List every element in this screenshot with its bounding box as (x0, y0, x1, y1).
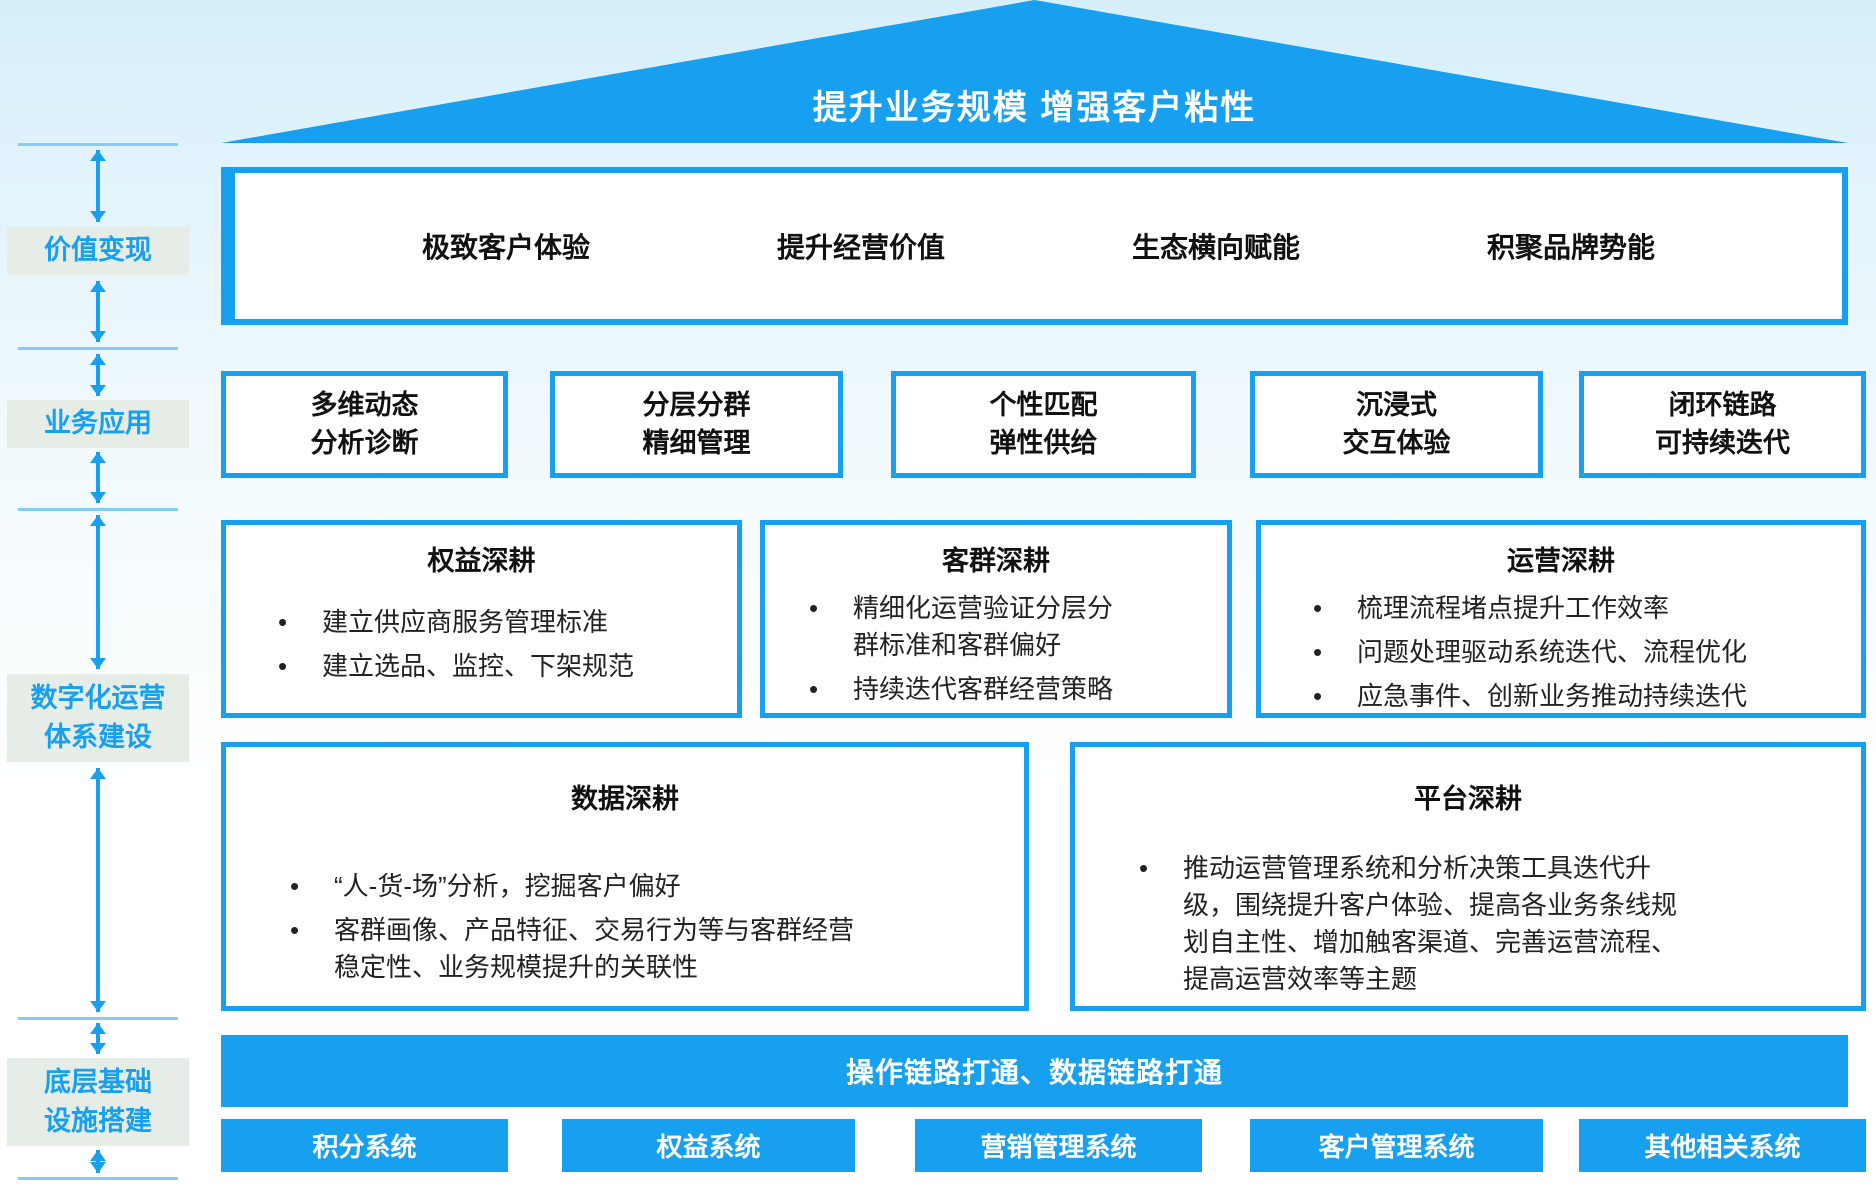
box-title: 权益深耕 (427, 546, 536, 576)
bullet-item: 问题处理驱动系统迭代、流程优化 (1313, 634, 1837, 671)
system-box-rights: 权益系统 (562, 1119, 855, 1172)
double-arrow-icon (96, 452, 100, 503)
system-box-customer: 客户管理系统 (1250, 1119, 1543, 1172)
bullet-item: 建立选品、监控、下架规范 (278, 648, 713, 685)
rail-label-digital-operation: 数字化运营 体系建设 (7, 674, 189, 762)
bullet-list: 推动运营管理系统和分析决策工具迭代升级，围绕提升客户体验、提高各业务条线规划自主… (1075, 850, 1861, 998)
bullet-list: 精细化运营验证分层分群标准和客群偏好 持续迭代客群经营策略 (765, 590, 1227, 708)
system-box-marketing: 营销管理系统 (915, 1119, 1202, 1172)
rail-label-business-application: 业务应用 (7, 400, 189, 448)
app-box-closed-loop: 闭环链路 可持续迭代 (1579, 371, 1866, 478)
rail-tick (18, 1177, 178, 1180)
value-item: 生态横向赋能 (1131, 232, 1300, 263)
double-arrow-icon (96, 768, 100, 1012)
box-data-deep-dive: 数据深耕 “人-货-场”分析，挖掘客户偏好 客群画像、产品特征、交易行为等与客群… (221, 742, 1029, 1011)
foundation-bar: 操作链路打通、数据链路打通 (221, 1035, 1848, 1107)
bullet-list: 建立供应商服务管理标准 建立选品、监控、下架规范 (226, 590, 737, 685)
bullet-list: “人-货-场”分析，挖掘客户偏好 客群画像、产品特征、交易行为等与客群经营稳定性… (226, 868, 1024, 986)
rail-tick (18, 143, 178, 146)
double-arrow-icon (96, 1023, 100, 1054)
bullet-item: 应急事件、创新业务推动持续迭代 (1313, 678, 1837, 715)
app-box-layered-management: 分层分群 精细管理 (550, 371, 843, 478)
bullet-item: 推动运营管理系统和分析决策工具迭代升级，围绕提升客户体验、提高各业务条线规划自主… (1139, 850, 1697, 998)
app-box-immersive-experience: 沉浸式 交互体验 (1250, 371, 1543, 478)
rail-label-value-realization: 价值变现 (7, 227, 189, 275)
rail-tick (18, 347, 178, 350)
double-arrow-icon (96, 1150, 100, 1173)
bullet-item: 梳理流程堵点提升工作效率 (1313, 590, 1837, 627)
box-operation-deep-dive: 运营深耕 梳理流程堵点提升工作效率 问题处理驱动系统迭代、流程优化 应急事件、创… (1256, 520, 1866, 718)
bullet-item: 精细化运营验证分层分群标准和客群偏好 (809, 590, 1127, 664)
double-arrow-icon (96, 281, 100, 342)
box-customer-group-deep-dive: 客群深耕 精细化运营验证分层分群标准和客群偏好 持续迭代客群经营策略 (760, 520, 1232, 718)
app-box-multi-dim-analysis: 多维动态 分析诊断 (221, 371, 508, 478)
bullet-item: “人-货-场”分析，挖掘客户偏好 (290, 868, 868, 905)
box-platform-deep-dive: 平台深耕 推动运营管理系统和分析决策工具迭代升级，围绕提升客户体验、提高各业务条… (1070, 742, 1866, 1011)
bullet-list: 梳理流程堵点提升工作效率 问题处理驱动系统迭代、流程优化 应急事件、创新业务推动… (1261, 590, 1861, 715)
rail-label-infrastructure: 底层基础 设施搭建 (7, 1058, 189, 1146)
bullet-item: 持续迭代客群经营策略 (809, 671, 1127, 708)
roof-title: 提升业务规模 增强客户粘性 (812, 89, 1257, 127)
rail-tick (18, 1017, 178, 1020)
box-title: 客群深耕 (942, 546, 1050, 576)
roof-banner: 提升业务规模 增强客户粘性 (221, 0, 1848, 143)
system-box-points: 积分系统 (221, 1119, 508, 1172)
bullet-item: 建立供应商服务管理标准 (278, 604, 713, 641)
box-title: 数据深耕 (571, 784, 679, 814)
box-title: 运营深耕 (1507, 546, 1615, 576)
rail-tick (18, 508, 178, 511)
double-arrow-icon (96, 515, 100, 669)
value-item: 积聚品牌势能 (1486, 232, 1655, 263)
box-title: 平台深耕 (1414, 784, 1522, 814)
value-realization-box: 极致客户体验 提升经营价值 生态横向赋能 积聚品牌势能 (221, 167, 1848, 325)
box-rights-deep-dive: 权益深耕 建立供应商服务管理标准 建立选品、监控、下架规范 (221, 520, 742, 718)
value-item: 极致客户体验 (421, 232, 590, 263)
double-arrow-icon (96, 150, 100, 222)
bullet-item: 客群画像、产品特征、交易行为等与客群经营稳定性、业务规模提升的关联性 (290, 912, 868, 986)
value-item: 提升经营价值 (776, 232, 945, 263)
system-box-other: 其他相关系统 (1579, 1119, 1866, 1172)
double-arrow-icon (96, 354, 100, 396)
app-box-personal-matching: 个性匹配 弹性供给 (891, 371, 1196, 478)
